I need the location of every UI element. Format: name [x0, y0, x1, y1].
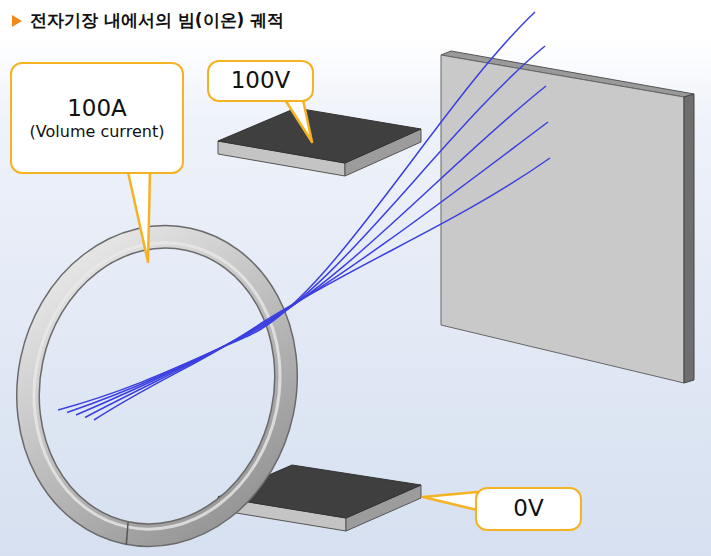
callout-tail	[128, 172, 150, 262]
beam-trajectory	[94, 158, 550, 420]
callout-value: 0V	[513, 495, 543, 523]
callout-note: (Volume current)	[30, 123, 165, 141]
callout-box: 100A(Volume current)	[10, 62, 184, 174]
callout-tail	[282, 95, 312, 142]
current-ring	[0, 213, 313, 556]
title-marker	[12, 15, 22, 27]
title: 전자기장 내에서의 빔(이온) 궤적	[30, 9, 284, 32]
callout-box: 0V	[475, 487, 582, 531]
callout-tail	[423, 492, 477, 510]
top-electrode	[218, 108, 421, 176]
target-screen	[441, 51, 694, 383]
callout-box: 100V	[207, 60, 314, 102]
callout-value: 100V	[231, 67, 291, 95]
callout-value: 100A	[67, 95, 127, 123]
